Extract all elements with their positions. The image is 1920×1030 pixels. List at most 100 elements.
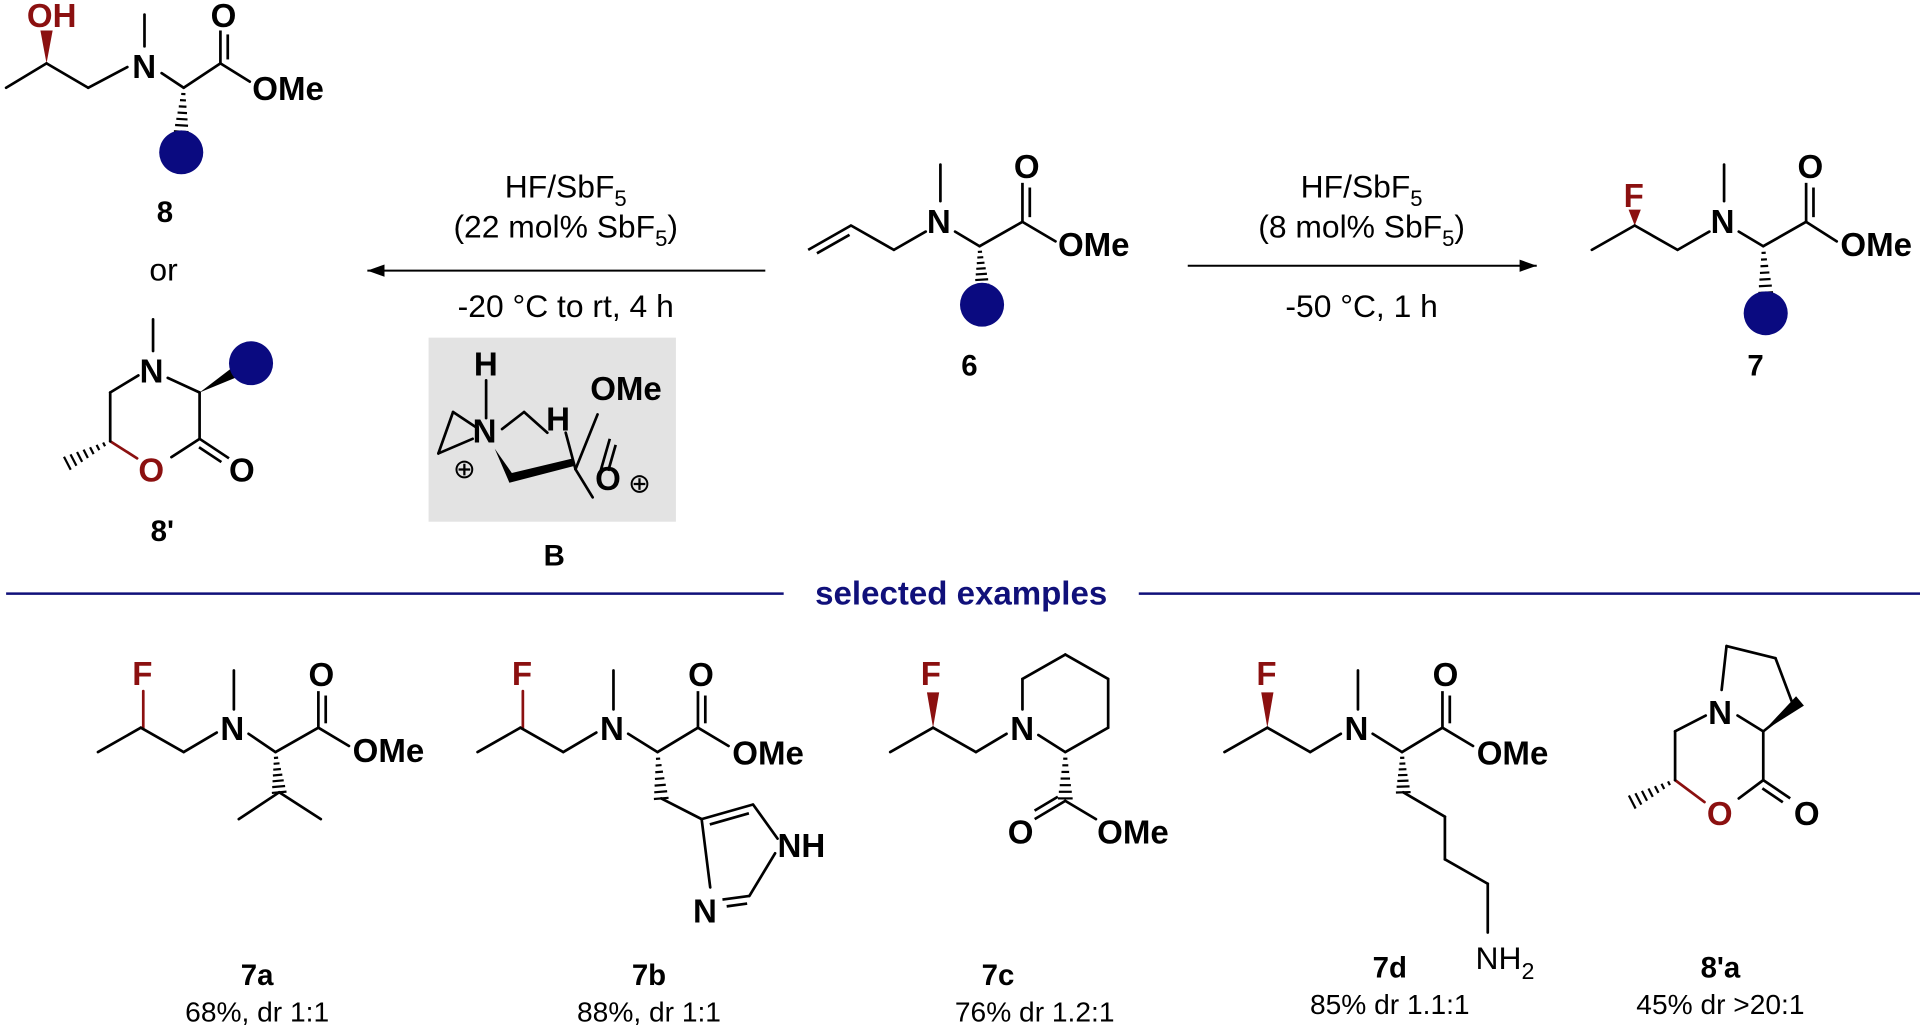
atom-o: O bbox=[1794, 795, 1820, 832]
double-bond bbox=[709, 811, 750, 826]
bond bbox=[522, 410, 549, 435]
double-bond bbox=[726, 902, 748, 908]
wedge-bond bbox=[1628, 209, 1641, 226]
atom-o: O bbox=[1798, 148, 1824, 185]
compound-label-8prime: 8' bbox=[151, 515, 174, 548]
substituent-circle bbox=[1743, 291, 1788, 336]
bonds bbox=[4, 13, 1839, 934]
hash-bond bbox=[177, 111, 188, 115]
intermediate-bonds bbox=[437, 378, 617, 499]
bond bbox=[1223, 726, 1269, 754]
bond bbox=[219, 62, 252, 84]
atom-n: N bbox=[1344, 710, 1368, 747]
bond bbox=[96, 726, 143, 754]
bond bbox=[1737, 230, 1765, 248]
example-label: 8'a bbox=[1701, 952, 1741, 985]
wedge-bond bbox=[1261, 692, 1274, 728]
atom-n: N bbox=[132, 48, 156, 85]
bond bbox=[892, 230, 928, 252]
substituent-circle bbox=[159, 130, 204, 175]
atom-n: N bbox=[220, 710, 244, 747]
atom-n: N bbox=[473, 413, 497, 450]
section-title: selected examples bbox=[815, 575, 1107, 612]
bond bbox=[451, 410, 477, 428]
hash-bond bbox=[1640, 790, 1649, 802]
atom-o: O bbox=[1707, 795, 1733, 832]
double-bond bbox=[198, 446, 223, 464]
bond bbox=[1401, 790, 1447, 819]
bond bbox=[1400, 726, 1444, 754]
atom-f: F bbox=[512, 655, 532, 692]
bond bbox=[978, 220, 1024, 248]
bond bbox=[561, 731, 598, 754]
bond bbox=[1063, 799, 1098, 821]
atom-o: O bbox=[1008, 814, 1034, 851]
compound-label-8: 8 bbox=[157, 196, 173, 229]
bond bbox=[1673, 714, 1708, 733]
bond bbox=[45, 62, 90, 90]
example-8prime-a: N O O 8'a 45% dr >20:1 bbox=[1636, 694, 1819, 1020]
example-yield: 88%, dr 1:1 bbox=[577, 997, 721, 1028]
bond bbox=[437, 437, 474, 455]
hash-bond bbox=[76, 451, 84, 463]
bond bbox=[160, 71, 186, 90]
hash-bond bbox=[654, 783, 666, 787]
atom-oh: OH bbox=[27, 0, 77, 34]
bond bbox=[1037, 733, 1067, 754]
bond bbox=[953, 230, 981, 248]
bond bbox=[1308, 732, 1343, 754]
bond bbox=[656, 726, 700, 754]
bond bbox=[86, 65, 129, 90]
example-yield: 76% dr 1.2:1 bbox=[955, 997, 1115, 1028]
bond bbox=[108, 439, 139, 460]
reagent-loading-text: (22 mol% SbF5) bbox=[453, 209, 677, 251]
plus-charge: ⊕ bbox=[453, 454, 476, 484]
atom-f: F bbox=[921, 655, 941, 692]
temperature-time-text: -50 °C, 1 h bbox=[1285, 288, 1437, 324]
atom-o: O bbox=[309, 656, 335, 693]
arrowhead bbox=[1519, 259, 1537, 272]
bond bbox=[931, 726, 978, 754]
hash-bond bbox=[655, 770, 664, 774]
atom-ome: OMe bbox=[1058, 226, 1130, 263]
compound-7: F N O OMe 7 bbox=[1624, 148, 1912, 382]
atom-o: O bbox=[1433, 656, 1459, 693]
hash-bond bbox=[1634, 792, 1643, 806]
hash-bond bbox=[69, 453, 78, 467]
bond bbox=[274, 726, 320, 754]
compound-8prime: N O O 8' bbox=[138, 341, 274, 548]
compound-label-B: B bbox=[544, 540, 565, 573]
hash-bond bbox=[975, 278, 989, 282]
bond bbox=[700, 817, 712, 889]
atom-nh: NH bbox=[778, 827, 826, 864]
temperature-time-text: -20 °C to rt, 4 h bbox=[458, 288, 674, 324]
example-label: 7c bbox=[982, 959, 1015, 992]
hash-bond bbox=[176, 117, 188, 121]
bond bbox=[1725, 644, 1777, 660]
hash-bond bbox=[1653, 785, 1660, 794]
wedge-bond bbox=[926, 692, 940, 728]
hash-bond bbox=[1647, 787, 1654, 798]
bond bbox=[166, 376, 201, 394]
double-bond bbox=[701, 803, 754, 821]
atom-ome: OMe bbox=[1840, 226, 1912, 263]
wedge-bond bbox=[1763, 696, 1804, 732]
bond bbox=[1736, 714, 1765, 733]
hash-bond bbox=[654, 790, 668, 794]
bond bbox=[170, 437, 201, 459]
double-bond bbox=[198, 437, 230, 460]
intermediate-box bbox=[428, 337, 676, 522]
bond bbox=[247, 732, 277, 754]
example-7c: F N O OMe 7c 76% dr 1.2:1 bbox=[921, 655, 1169, 1027]
bond bbox=[1737, 778, 1765, 800]
atom-ome: OMe bbox=[353, 732, 425, 769]
bond bbox=[437, 410, 455, 455]
compound-label-6: 6 bbox=[961, 349, 977, 382]
bond bbox=[500, 410, 526, 431]
hash-bond bbox=[976, 267, 986, 270]
compound-label-7: 7 bbox=[1747, 349, 1763, 382]
or-text: or bbox=[149, 251, 178, 287]
hash-bond bbox=[95, 444, 101, 451]
hash-bond bbox=[654, 777, 665, 781]
hash-bond bbox=[1758, 284, 1772, 288]
